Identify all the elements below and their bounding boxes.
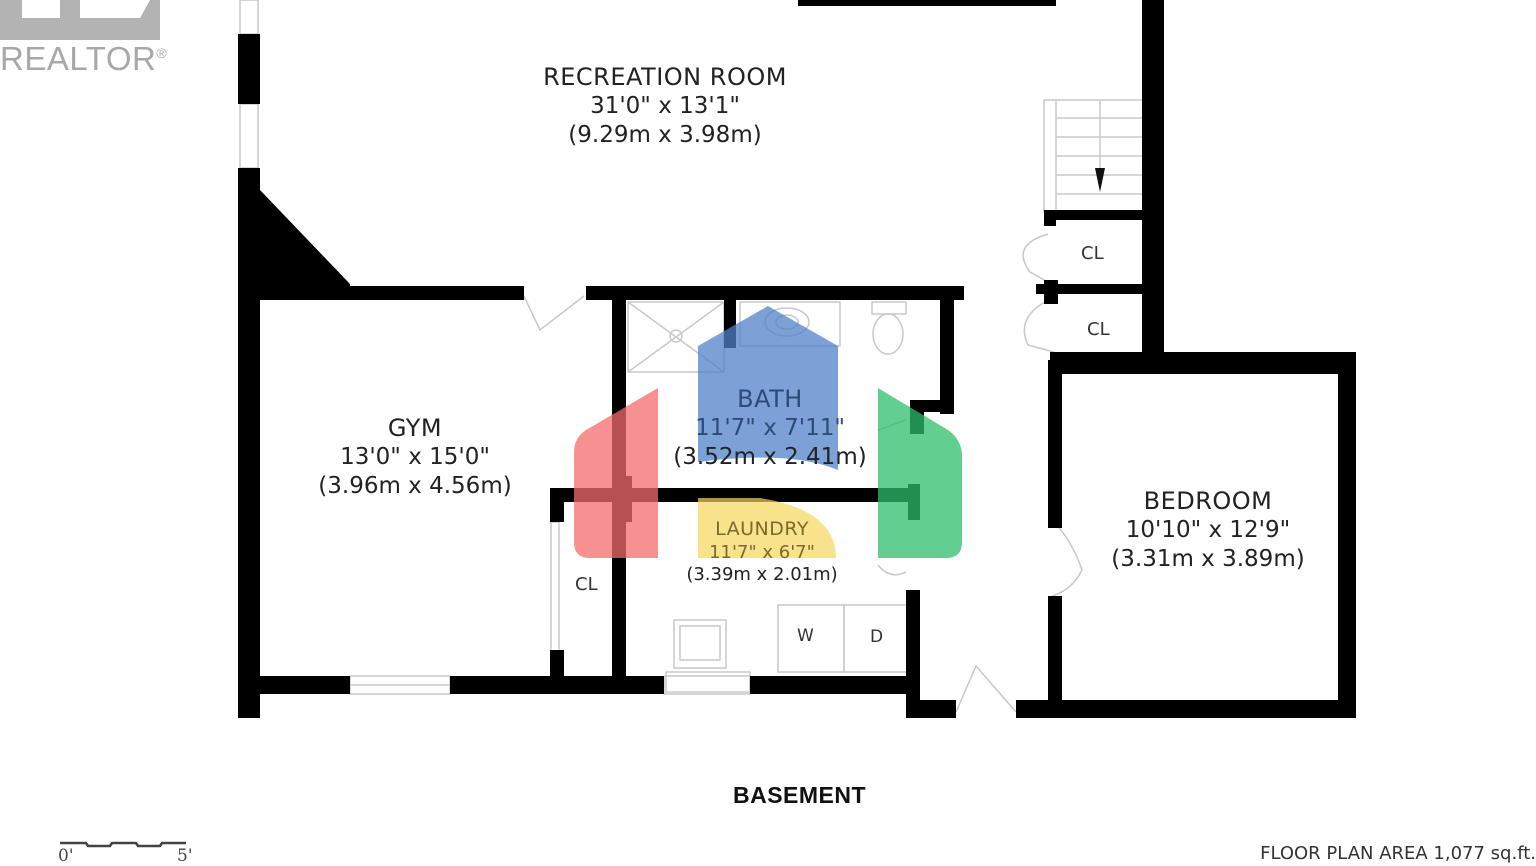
room-name: BATH bbox=[737, 385, 803, 413]
room-recreation: RECREATION ROOM 31'0" x 13'1" (9.29m x 3… bbox=[520, 62, 810, 150]
closet-label-gym: CL bbox=[575, 574, 598, 595]
room-dimensions-metric: (3.39m x 2.01m) bbox=[686, 564, 838, 586]
dryer-label: D bbox=[870, 627, 884, 647]
room-gym: GYM 13'0" x 15'0" (3.96m x 4.56m) bbox=[300, 413, 530, 501]
room-dimensions-imperial: 11'7" x 7'11" bbox=[695, 415, 845, 441]
overlay-logo-icon bbox=[574, 306, 962, 558]
room-name: BEDROOM bbox=[1143, 487, 1273, 515]
room-dimensions-metric: (3.96m x 4.56m) bbox=[318, 472, 512, 499]
room-dimensions-imperial: 13'0" x 15'0" bbox=[340, 444, 490, 470]
realtor-logo: REALTOR® bbox=[0, 40, 167, 78]
overlay-yellow-shape bbox=[698, 498, 836, 558]
realtor-logo-icon bbox=[0, 0, 160, 40]
room-dimensions-imperial: 11'7" x 6'7" bbox=[709, 541, 815, 563]
closet-label-upper: CL bbox=[1081, 243, 1104, 264]
scale-bar bbox=[60, 841, 186, 848]
room-name: RECREATION ROOM bbox=[543, 63, 787, 91]
room-dimensions-metric: (3.52m x 2.41m) bbox=[673, 443, 867, 470]
room-dimensions-imperial: 10'10" x 12'9" bbox=[1125, 517, 1291, 543]
room-bath: BATH 11'7" x 7'11" (3.52m x 2.41m) bbox=[660, 384, 880, 472]
floor-title: BASEMENT bbox=[733, 782, 867, 808]
scale-start-label: 0' bbox=[58, 846, 74, 866]
room-name: LAUNDRY bbox=[715, 518, 809, 540]
stairs-down-arrow-icon bbox=[1095, 168, 1105, 192]
registered-mark: ® bbox=[156, 45, 168, 61]
room-dimensions-metric: (3.31m x 3.89m) bbox=[1111, 545, 1305, 572]
room-laundry: LAUNDRY 11'7" x 6'7" (3.39m x 2.01m) bbox=[662, 518, 862, 587]
scale-end-label: 5' bbox=[177, 846, 193, 866]
overlay-red-shape bbox=[574, 388, 658, 558]
room-name: GYM bbox=[387, 414, 443, 442]
room-bedroom: BEDROOM 10'10" x 12'9" (3.31m x 3.89m) bbox=[1100, 486, 1316, 574]
washer-label: W bbox=[797, 626, 814, 646]
closet-label-lower: CL bbox=[1087, 319, 1110, 340]
realtor-logo-text: REALTOR bbox=[0, 40, 157, 77]
floor-area-label: FLOOR PLAN AREA 1,077 sq.ft. bbox=[1260, 843, 1536, 864]
overlay-blue-shape bbox=[698, 306, 838, 470]
room-dimensions-imperial: 31'0" x 13'1" bbox=[590, 93, 740, 119]
room-dimensions-metric: (9.29m x 3.98m) bbox=[568, 121, 762, 148]
overlay-green-shape bbox=[878, 388, 962, 558]
